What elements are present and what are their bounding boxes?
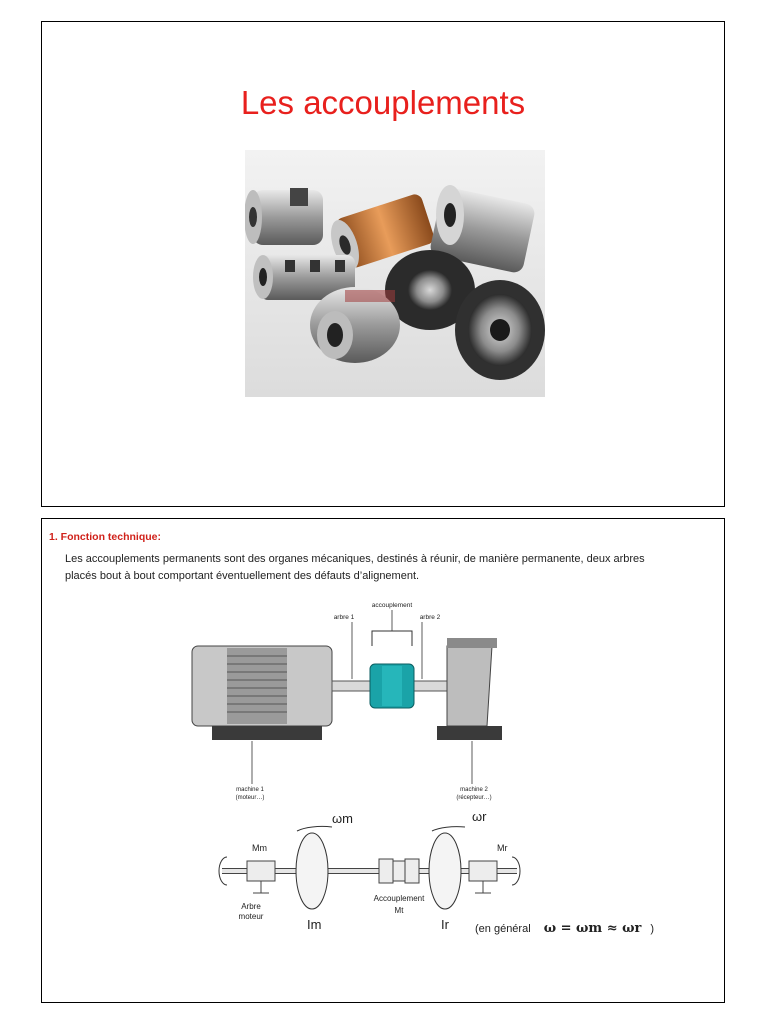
label-arbre-2: arbre 2 [420, 614, 441, 621]
inertia-disk-motor [295, 832, 329, 910]
couplings-illustration [245, 185, 545, 380]
rotation-arrow-left [296, 825, 333, 832]
receiver-machine [437, 638, 502, 740]
label-machine-2: machine 2 [460, 787, 488, 793]
slide-title: Les accouplements [240, 84, 526, 121]
label-accouplement: accouplement [372, 602, 413, 609]
section-heading: 1. Fonction technique: [49, 531, 161, 543]
shaft-1 [331, 680, 373, 692]
flexible-disc-coupling [455, 280, 545, 380]
definition-paragraph: Les accouplements permanents sont des or… [65, 553, 645, 582]
label-machine-2-sub: (récepteur…) [456, 795, 491, 801]
label-accouplement-shaft: Accouplement [374, 894, 425, 903]
label-m-t: Mt [395, 906, 405, 915]
couplings-photo [245, 150, 545, 397]
label-omega-r: ωr [472, 809, 487, 824]
motor-machine [191, 645, 333, 740]
formula-equation: ω = ωm ≈ ωr [543, 921, 642, 936]
inertia-disk-receiver [428, 832, 462, 910]
label-i-r: Ir [441, 917, 450, 932]
speed-formula: (en général ω = ωm ≈ ωr ) [475, 921, 654, 936]
bearing-left [246, 860, 276, 894]
shaft-inertia-diagram: ωm ωr Mm Mr Arbre moteur Accouplement Mt… [218, 809, 521, 932]
label-machine-1-sub: (moteur…) [236, 795, 265, 801]
torque-arrow-right [511, 856, 521, 886]
clamp-collar [253, 255, 355, 300]
label-moteur: moteur [239, 912, 264, 921]
jaw-coupling [245, 188, 323, 245]
shaft-2 [411, 680, 448, 692]
tyre-coupling [385, 250, 475, 330]
label-arbre-1: arbre 1 [334, 614, 355, 621]
label-arbre: Arbre [241, 902, 261, 911]
grid-coupling [310, 287, 400, 363]
disc-coupling [430, 185, 535, 273]
label-m-m: Mm [252, 843, 267, 853]
title-slide: Les accouplements [41, 21, 725, 507]
formula-prefix: (en général [475, 923, 531, 935]
bearing-right [468, 860, 498, 894]
label-m-r: Mr [497, 843, 508, 853]
function-slide: 1. Fonction technique: Les accouplements… [41, 518, 725, 1003]
torque-arrow-left [218, 856, 228, 886]
machine-assembly-diagram: accouplement arbre 1 arbre 2 machine 1 (… [191, 602, 502, 801]
formula-suffix: ) [650, 923, 655, 935]
rotation-arrow-right [431, 826, 466, 832]
label-omega-m: ωm [332, 811, 353, 826]
label-machine-1: machine 1 [236, 787, 264, 793]
shaft-coupling [378, 858, 420, 884]
label-i-m: Im [307, 917, 321, 932]
